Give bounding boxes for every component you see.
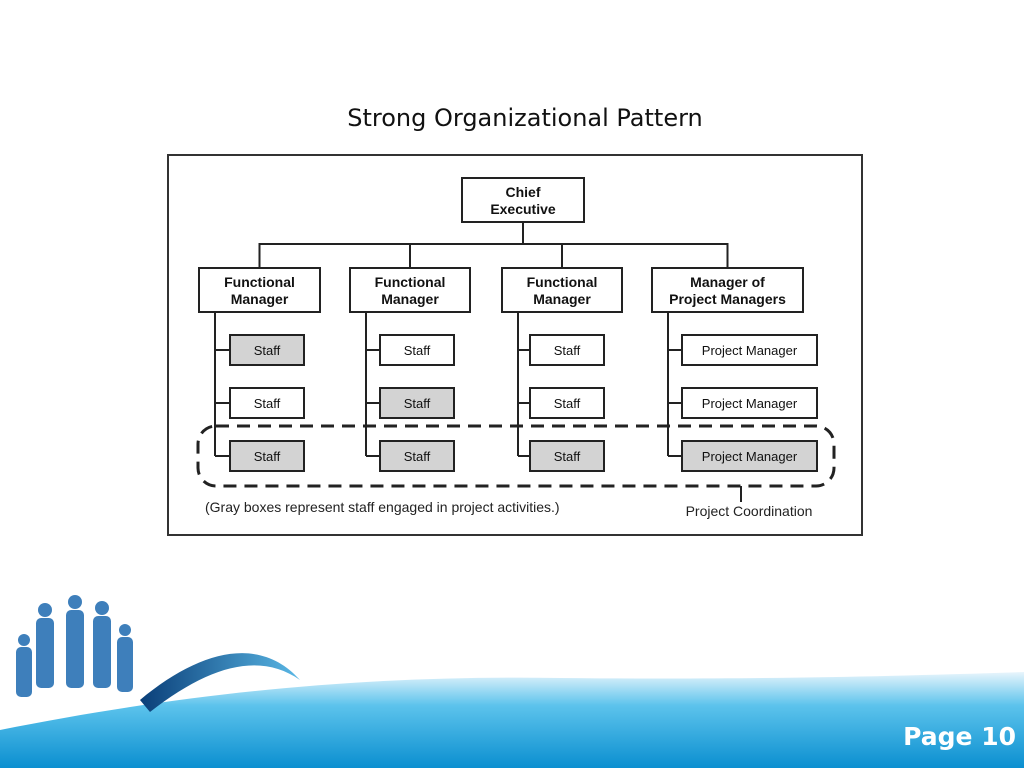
item-box (229, 440, 305, 472)
project-coordination-label: Project Coordination (686, 503, 813, 519)
item-label: Staff (254, 343, 281, 358)
item-label: Staff (404, 396, 431, 411)
footer-swoosh (140, 653, 300, 712)
page-number: Page 10 (903, 722, 1016, 751)
root-label-line1: Chief (506, 184, 541, 200)
column-header-box (349, 267, 471, 313)
diagram-note: (Gray boxes represent staff engaged in p… (205, 499, 560, 515)
item-box (379, 440, 455, 472)
org-boxes: ChiefExecutiveFunctionalManagerStaffStaf… (198, 177, 818, 472)
column-header-line1: Functional (375, 274, 446, 290)
root-label-line2: Executive (490, 201, 556, 217)
item-box (681, 440, 818, 472)
item-box (379, 334, 455, 366)
item-box (229, 387, 305, 419)
column-header-line2: Manager (381, 291, 439, 307)
column-header-line1: Manager of (690, 274, 765, 290)
item-label: Staff (554, 343, 581, 358)
item-label: Staff (254, 449, 281, 464)
column-header-box (198, 267, 321, 313)
column-header-line2: Manager (533, 291, 591, 307)
project-coordination-outline (196, 424, 836, 488)
item-label: Staff (554, 396, 581, 411)
column-header-box (501, 267, 623, 313)
item-label: Staff (254, 396, 281, 411)
item-box (529, 387, 605, 419)
org-chart: ChiefExecutiveFunctionalManagerStaffStaf… (196, 177, 836, 519)
column-header-line1: Functional (224, 274, 295, 290)
item-label: Project Manager (702, 396, 798, 411)
item-label: Project Manager (702, 449, 798, 464)
item-label: Project Manager (702, 343, 798, 358)
footer-wave (0, 672, 1024, 768)
column-header-line2: Project Managers (669, 291, 786, 307)
item-box (529, 334, 605, 366)
column-header-line1: Functional (527, 274, 598, 290)
business-people-icon (16, 595, 133, 697)
item-box (229, 334, 305, 366)
column-header-box (651, 267, 804, 313)
item-box (529, 440, 605, 472)
item-box (379, 387, 455, 419)
slide-title: Strong Organizational Pattern (347, 104, 703, 132)
connector-lines (214, 222, 729, 457)
root-box (461, 177, 585, 223)
column-header-line2: Manager (231, 291, 289, 307)
item-label: Staff (554, 449, 581, 464)
item-label: Staff (404, 343, 431, 358)
item-label: Staff (404, 449, 431, 464)
footer-decoration: Page 10 (0, 595, 1024, 768)
item-box (681, 334, 818, 366)
item-box (681, 387, 818, 419)
